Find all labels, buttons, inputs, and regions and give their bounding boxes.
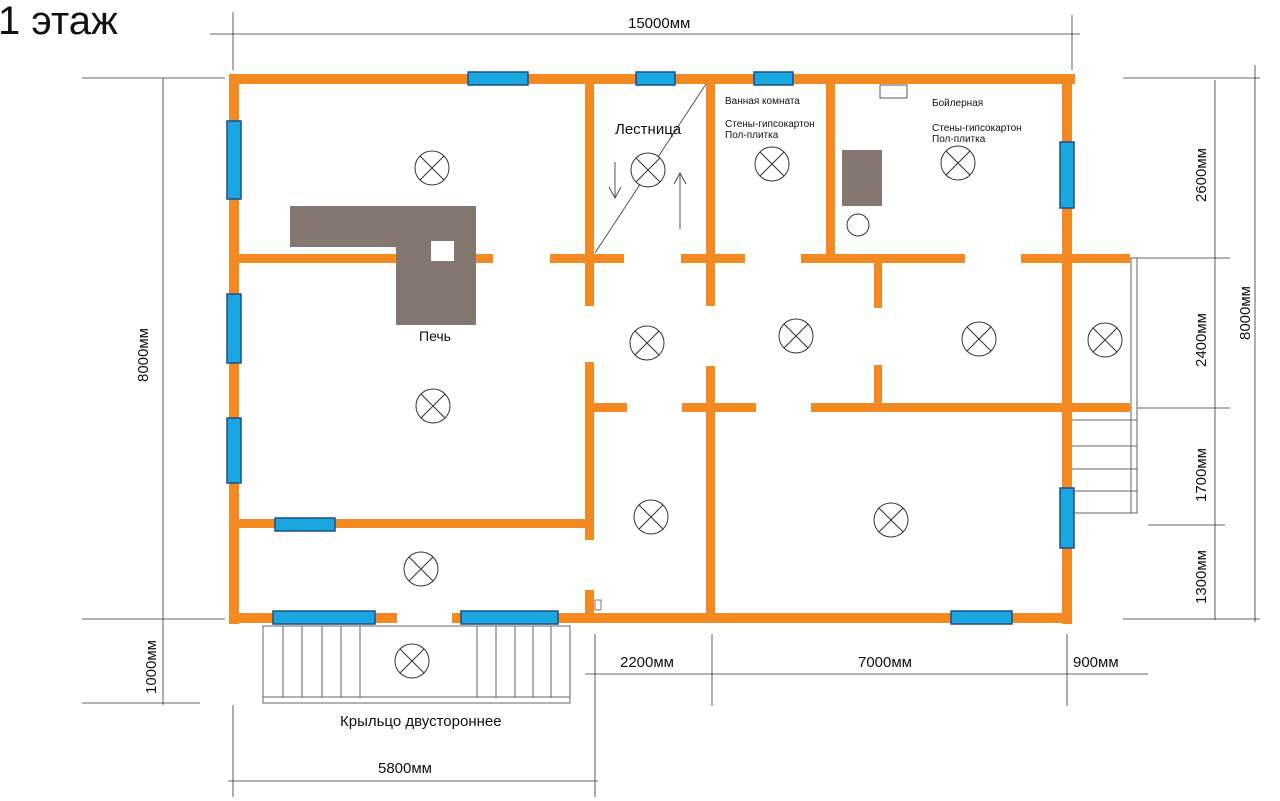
window-right-2: [1059, 487, 1075, 549]
dim-bottom-1: 2200мм: [620, 654, 674, 671]
ceiling-lamp-icon: [633, 499, 669, 535]
window-top-2: [635, 71, 676, 86]
window-right-1: [1059, 141, 1075, 209]
dim-bottom-3: 900мм: [1073, 654, 1119, 671]
ceiling-lamp-icon: [961, 321, 997, 357]
dim-left-total: 8000мм: [135, 328, 152, 382]
window-top-1: [467, 71, 529, 86]
wall-bottom-right: [452, 613, 1072, 623]
ceiling-lamp-icon: [415, 388, 451, 424]
ceiling-lamp-icon: [629, 325, 665, 361]
bathroom-floor: Пол-плитка: [725, 130, 779, 141]
ceiling-lamp-icon: [778, 318, 814, 354]
dim-porch-width: 5800мм: [378, 760, 432, 777]
ceiling-lamp-icon: [403, 551, 439, 587]
ceiling-lamp-icon: [414, 150, 450, 186]
window-top-3: [753, 71, 794, 86]
boiler-floor: Пол-плитка: [932, 134, 986, 145]
ceiling-lamps: [394, 145, 1123, 679]
dim-top-total: 15000мм: [628, 15, 690, 32]
dimension-lines: [82, 12, 1260, 797]
walls: [229, 74, 1130, 624]
boiler-fixture: [879, 84, 908, 99]
dim-right-total: 8000мм: [1237, 286, 1254, 340]
windows: [226, 71, 1075, 625]
ceiling-lamp-icon: [873, 502, 909, 538]
dim-porch-depth: 1000мм: [143, 640, 160, 694]
dim-right-2: 2400мм: [1193, 313, 1210, 367]
bathroom-walls: Стены-гипсокартон: [725, 119, 815, 130]
dim-right-1: 2600мм: [1193, 148, 1210, 202]
stove: [290, 206, 476, 325]
boiler-label: Бойлерная: [932, 98, 983, 109]
boiler-walls: Стены-гипсокартон: [932, 123, 1022, 134]
ceiling-lamp-icon: [1087, 322, 1123, 358]
dim-right-3: 1700мм: [1193, 448, 1210, 502]
dim-right-4: 1300мм: [1193, 550, 1210, 604]
ceiling-lamp-icon: [754, 146, 790, 182]
window-bottom-2: [460, 610, 559, 625]
window-left-3: [226, 417, 242, 484]
stove-label: Печь: [419, 328, 451, 344]
window-bottom-3: [950, 610, 1013, 625]
ceiling-lamp-icon: [630, 152, 666, 188]
dim-bottom-2: 7000мм: [858, 654, 912, 671]
stairs-label: Лестница: [615, 121, 682, 138]
ceiling-lamp-icon: [940, 145, 976, 181]
bathroom-label: Ванная комната: [725, 96, 800, 107]
porch-label: Крыльцо двустороннее: [340, 713, 502, 730]
right-steps: [1072, 257, 1138, 514]
wall-right: [1062, 74, 1072, 624]
window-bottom-1: [272, 610, 376, 625]
ceiling-lamp-icon: [394, 643, 430, 679]
boiler-unit: [842, 150, 882, 206]
window-left-1: [226, 120, 242, 200]
window-left-2: [226, 293, 242, 364]
floor-title: 1 этаж: [0, 0, 118, 43]
socket-icon: [594, 599, 602, 611]
window-inner-1: [274, 517, 336, 532]
boiler-tank: [846, 213, 870, 237]
